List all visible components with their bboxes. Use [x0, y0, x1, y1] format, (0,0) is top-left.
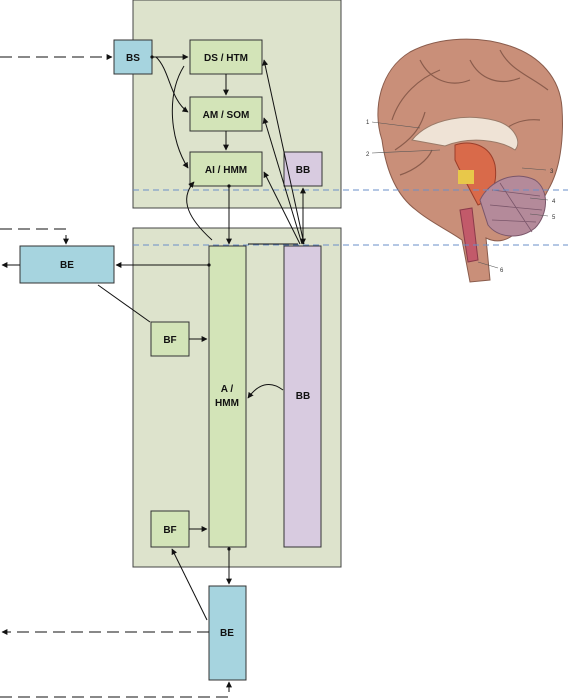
box-a-hmm-label-1: A / — [221, 384, 234, 395]
box-bs: BS — [113, 39, 153, 75]
box-ai-hmm: AI / HMM — [189, 151, 263, 187]
brain-callout-5: 5 — [552, 215, 556, 221]
box-bb-upper-label: BB — [296, 165, 310, 176]
box-bf-upper-label: BF — [163, 335, 176, 346]
box-ds-htm-label: DS / HTM — [204, 53, 248, 64]
box-bb-upper: BB — [283, 151, 323, 187]
brain-illustration: 1 2 3 4 5 6 — [366, 38, 563, 283]
box-a-hmm-label-2: HMM — [215, 398, 239, 409]
box-am-som: AM / SOM — [189, 96, 263, 132]
brain-callout-6: 6 — [500, 268, 504, 274]
box-am-som-label: AM / SOM — [203, 110, 250, 121]
box-be-upper-label: BE — [60, 260, 74, 271]
box-bb-lower-label: BB — [296, 391, 310, 402]
box-bs-label: BS — [126, 53, 140, 64]
brain-callout-3: 3 — [550, 169, 554, 175]
brain-callout-1: 1 — [366, 120, 370, 126]
box-be-lower-label: BE — [220, 628, 234, 639]
box-bf-lower-label: BF — [163, 525, 176, 536]
box-a-hmm: A / HMM — [208, 245, 247, 548]
brain-callout-2: 2 — [366, 152, 370, 158]
box-be-lower: BE — [208, 585, 247, 681]
box-be-upper: BE — [19, 245, 115, 284]
box-bf-upper: BF — [150, 321, 190, 357]
connectors — [0, 54, 306, 698]
box-ds-htm: DS / HTM — [189, 39, 263, 75]
brain-callout-4: 4 — [552, 199, 556, 205]
box-bf-lower: BF — [150, 510, 190, 548]
box-bb-lower: BB — [283, 245, 322, 548]
box-ai-hmm-label: AI / HMM — [205, 165, 247, 176]
